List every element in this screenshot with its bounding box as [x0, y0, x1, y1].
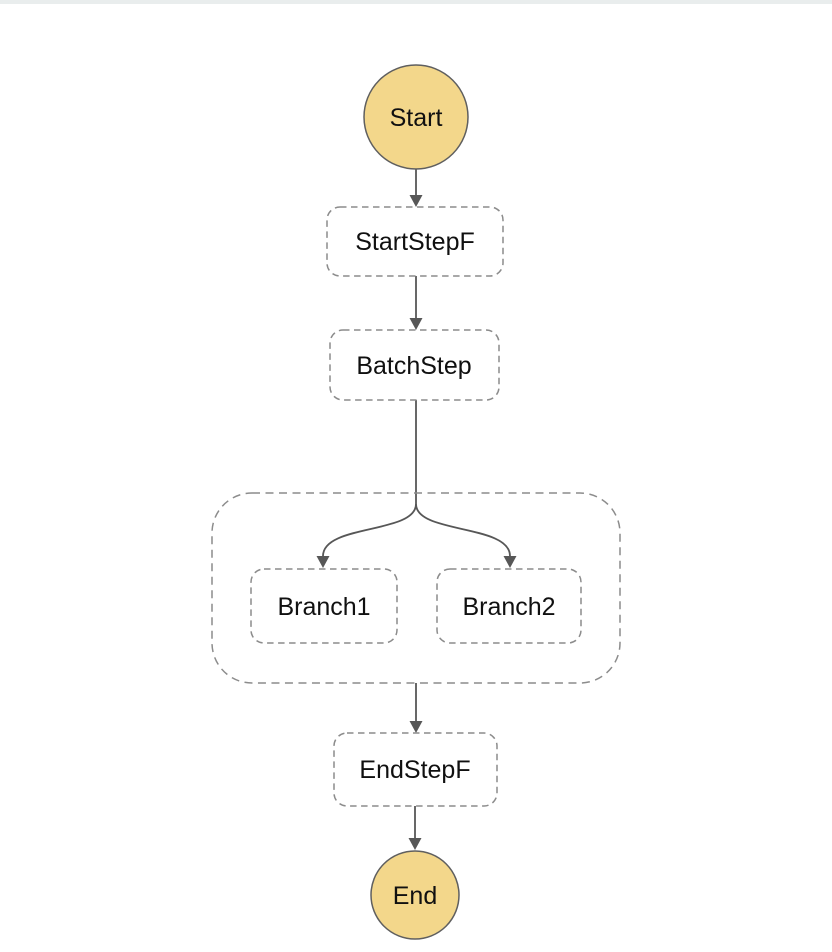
- parallel-container[interactable]: [211, 492, 621, 684]
- arrowhead-icon: [503, 556, 517, 568]
- node-label: Start: [390, 104, 443, 132]
- arrowhead-icon: [408, 838, 422, 850]
- node-label: Branch2: [462, 593, 555, 621]
- arrowhead-icon: [409, 195, 423, 207]
- node-label: StartStepF: [355, 228, 475, 256]
- edge-container-to-endstepf: [409, 683, 423, 733]
- node-label: End: [393, 882, 437, 910]
- end-circle[interactable]: [370, 850, 460, 940]
- edge-startstepf-to-batchstep: [409, 276, 423, 330]
- step-box[interactable]: [333, 732, 498, 807]
- start-circle[interactable]: [363, 64, 469, 170]
- node-branch2[interactable]: Branch2: [436, 568, 582, 644]
- node-branch1[interactable]: Branch1: [250, 568, 398, 644]
- edge-curve-right: [415, 503, 511, 557]
- node-startstepf[interactable]: StartStepF: [326, 206, 504, 277]
- step-box[interactable]: [436, 568, 582, 644]
- edge-batchstep-fork: [316, 400, 517, 568]
- arrowhead-icon: [409, 318, 423, 330]
- node-end[interactable]: End: [370, 850, 460, 940]
- step-box[interactable]: [329, 329, 500, 401]
- node-label: BatchStep: [356, 352, 471, 380]
- top-divider: [0, 0, 832, 4]
- step-box[interactable]: [326, 206, 504, 277]
- node-batchstep[interactable]: BatchStep: [329, 329, 500, 401]
- edge-curve-left: [322, 503, 417, 557]
- node-start[interactable]: Start: [363, 64, 469, 170]
- arrowhead-icon: [316, 556, 330, 568]
- step-box[interactable]: [250, 568, 398, 644]
- edge-start-to-startstepf: [409, 169, 423, 207]
- node-label: Branch1: [277, 593, 370, 621]
- node-endstepf[interactable]: EndStepF: [333, 732, 498, 807]
- edge-endstepf-to-end: [408, 806, 422, 850]
- node-label: EndStepF: [359, 756, 470, 784]
- arrowhead-icon: [409, 721, 423, 733]
